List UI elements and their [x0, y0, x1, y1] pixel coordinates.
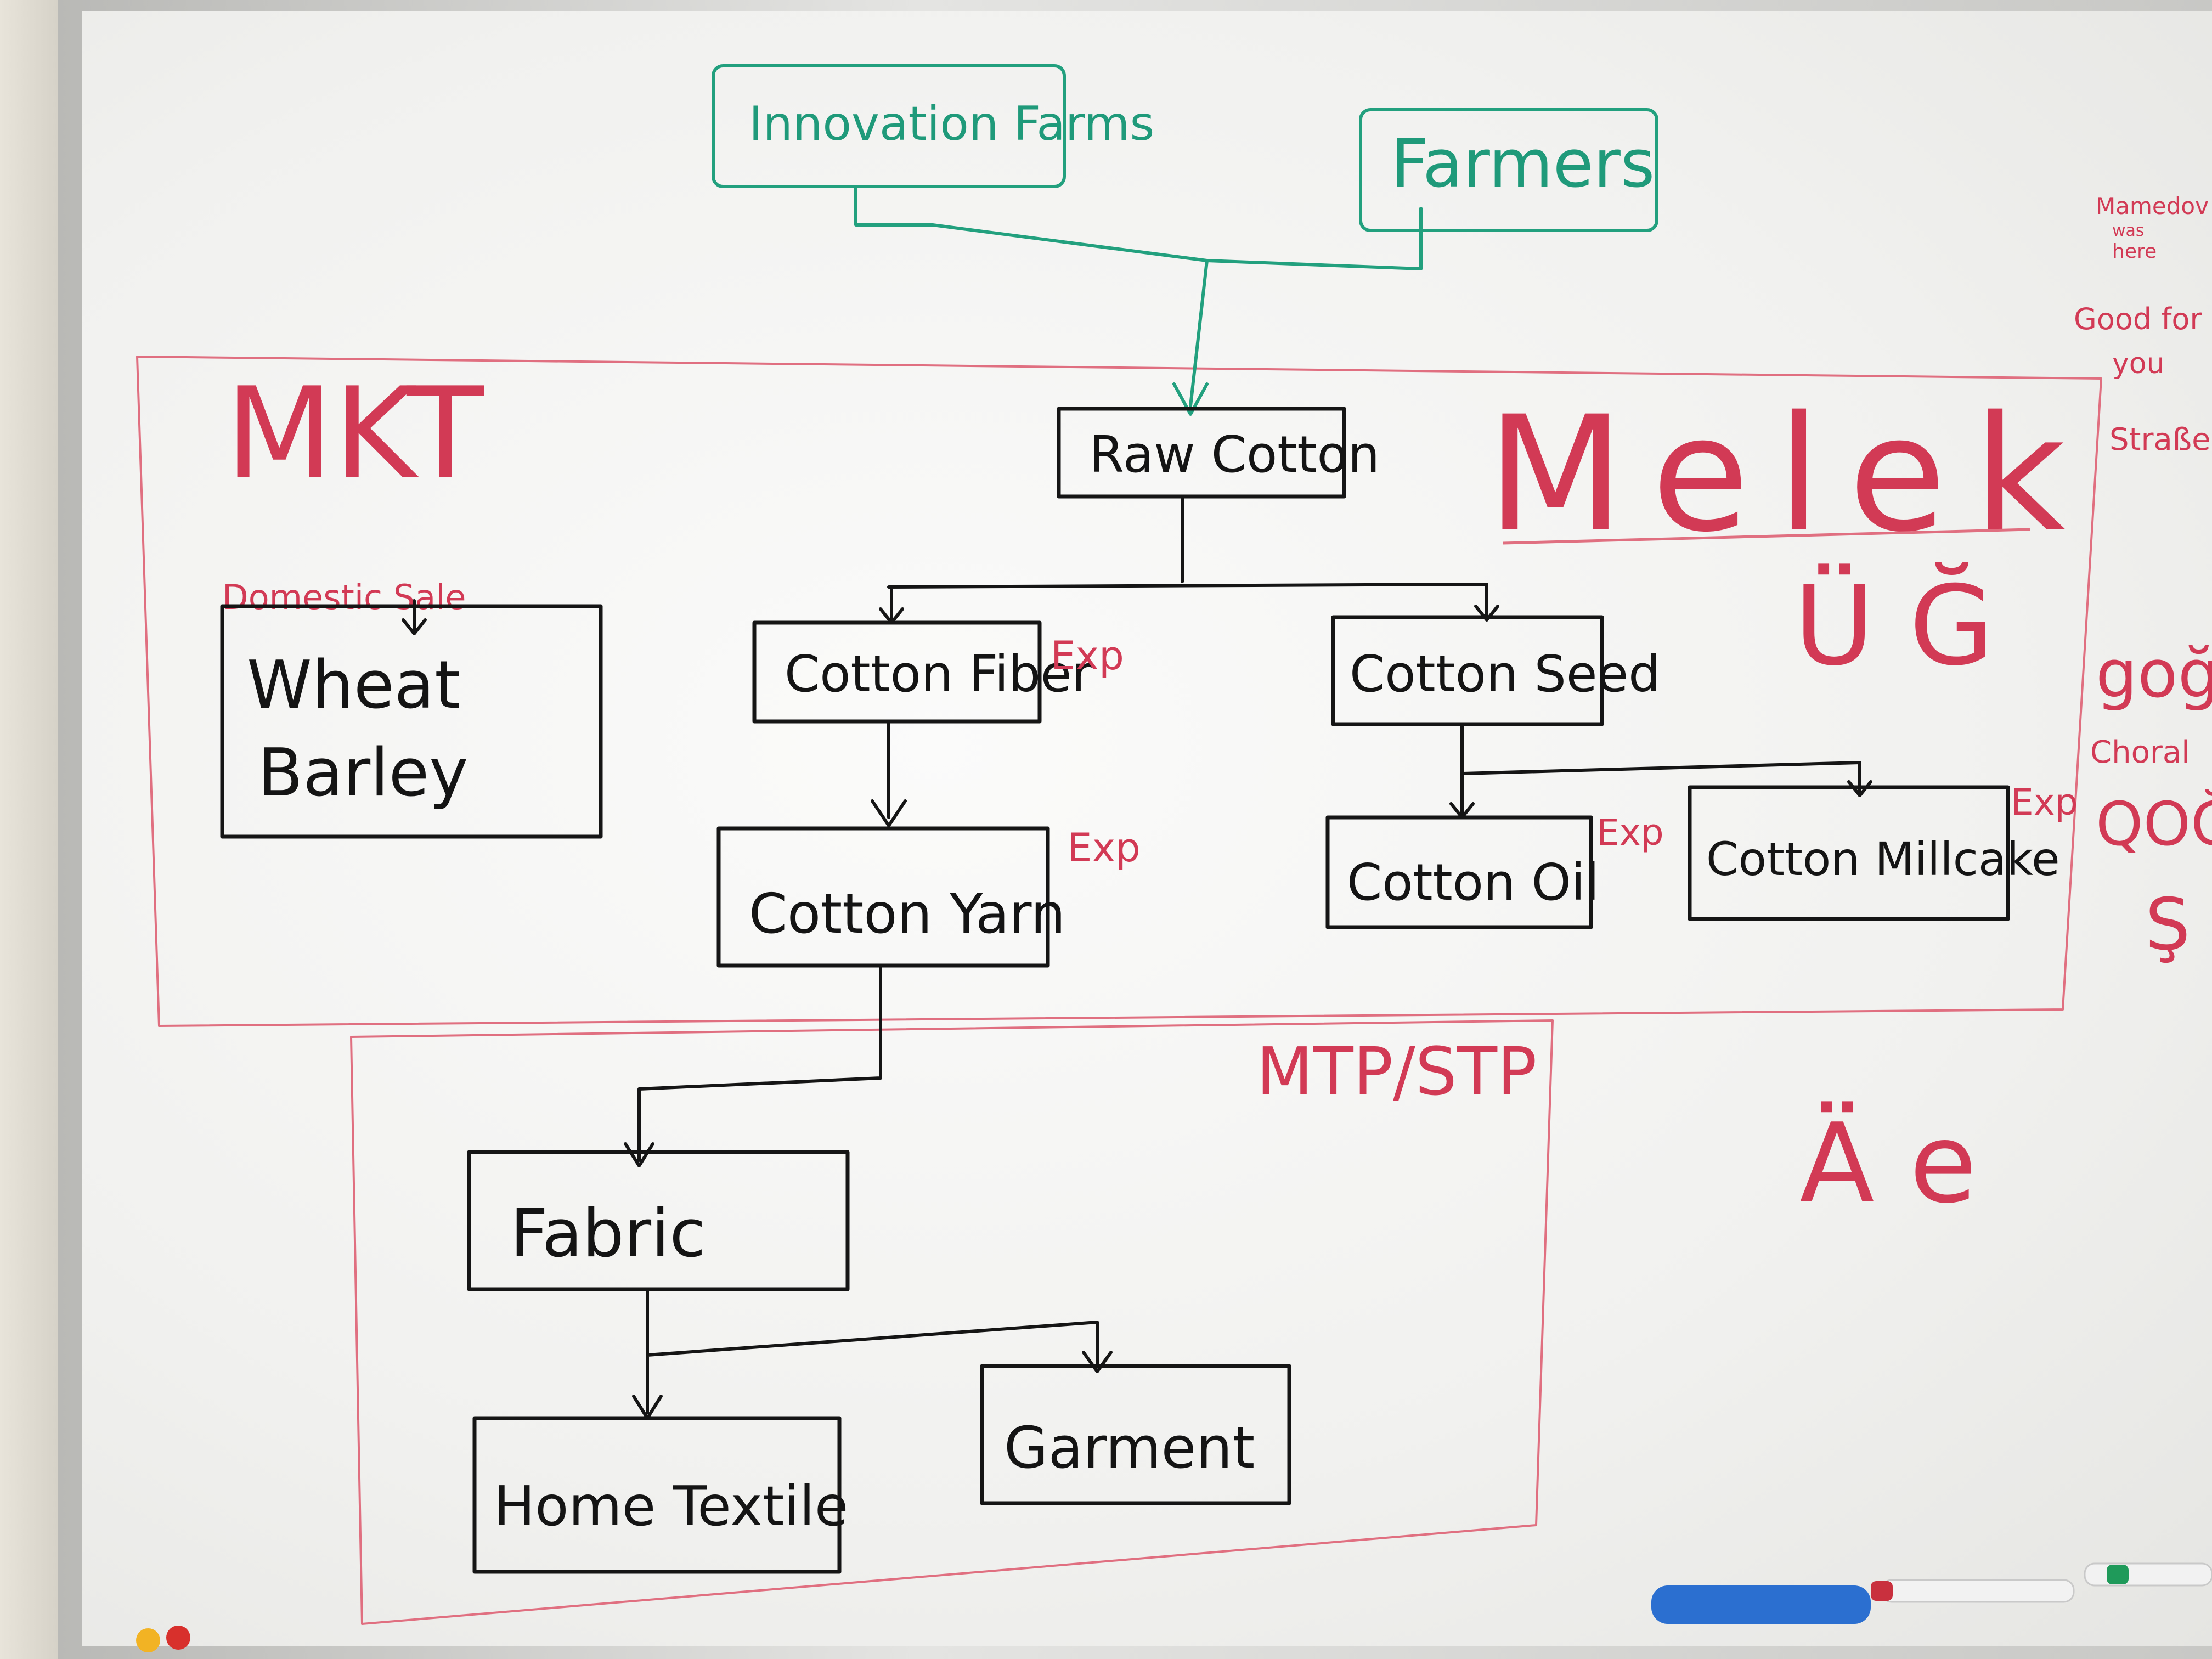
- good-for-note-line1: Good for: [2074, 302, 2202, 336]
- cotton-yarn-exp-note: Exp: [1067, 825, 1141, 871]
- cotton-millcake-box: [1688, 785, 2010, 921]
- cotton-oil-label: Cotton Oil: [1347, 853, 1599, 912]
- home-textile-box: [472, 1416, 842, 1574]
- arrowhead: [871, 799, 907, 827]
- goga-note: goğa: [2096, 636, 2212, 713]
- red-marker-cap: [1871, 1581, 1893, 1601]
- cotton-fiber-exp-note: Exp: [1051, 633, 1124, 679]
- cotton-oil-box: [1325, 815, 1593, 929]
- good-for-note-line2: you: [2112, 347, 2165, 380]
- arrowhead: [1082, 1351, 1113, 1373]
- raw-cotton-box: [1057, 407, 1346, 499]
- raw-cotton-split: [887, 495, 1488, 622]
- red-magnet: [166, 1626, 190, 1650]
- fabric-box: [467, 1150, 850, 1291]
- fabric-label: Fabric: [510, 1196, 706, 1272]
- choral-note: Choral: [2090, 735, 2190, 770]
- cotton-yarn-box: [716, 826, 1050, 968]
- source-arrowhead: [1172, 382, 1209, 416]
- innovation-farms-label: Innovation Farms: [749, 97, 1154, 151]
- melek-underline: [1503, 528, 2030, 545]
- mamedov-note-line2: was: [2112, 221, 2145, 240]
- mkt-region: [136, 356, 2102, 1027]
- fabric-split-connector: [646, 1288, 1099, 1414]
- cotton-fiber-box: [752, 620, 1042, 724]
- goga-caps-note: QOĞA: [2096, 788, 2212, 859]
- mamedov-note-line1: Mamedov: [2096, 193, 2209, 219]
- mtp-stp-label: MTP/STP: [1256, 1034, 1537, 1110]
- source-connector: [854, 185, 1423, 408]
- cotton-seed-box: [1331, 615, 1604, 726]
- red-marker: [1881, 1579, 2075, 1603]
- ae-scribble: Ä e: [1799, 1100, 1977, 1228]
- cotton-yarn-label: Cotton Yarn: [749, 882, 1065, 946]
- yarn-to-fabric-connector: [637, 964, 882, 1162]
- cotton-fiber-label: Cotton Fiber: [785, 645, 1092, 703]
- arrowhead: [402, 618, 427, 635]
- mkt-label: MKT: [225, 361, 484, 507]
- seed-split-connector: [1460, 723, 1861, 819]
- eraser: [1651, 1585, 1871, 1624]
- green-marker: [2084, 1562, 2212, 1587]
- arrowhead: [1474, 605, 1499, 622]
- ug-scribble: Ü Ğ: [1794, 562, 1994, 690]
- raw-cotton-label: Raw Cotton: [1089, 425, 1380, 484]
- garment-label: Garment: [1004, 1414, 1255, 1481]
- cotton-millcake-exp-note: Exp: [2011, 781, 2078, 823]
- melek-scribble: Melek: [1487, 382, 2094, 567]
- wheat-barley-box: [220, 604, 603, 839]
- domestic-sale-note: Domestic Sale: [222, 577, 466, 617]
- yellow-magnet: [136, 1628, 160, 1652]
- garment-box: [980, 1364, 1291, 1505]
- wheat-label: Wheat: [247, 647, 460, 724]
- cotton-seed-label: Cotton Seed: [1350, 645, 1661, 703]
- cotton-millcake-label: Cotton Millcake: [1706, 832, 2060, 886]
- whiteboard: [82, 11, 2212, 1646]
- green-marker-cap: [2107, 1565, 2129, 1584]
- farmers-label: Farmers: [1391, 126, 1655, 202]
- barley-label: Barley: [258, 735, 468, 811]
- wall: [0, 0, 58, 1659]
- mtp-stp-region: [350, 1019, 1554, 1625]
- home-textile-label: Home Textile: [494, 1474, 848, 1538]
- mamedov-note-line3: here: [2112, 240, 2157, 263]
- innovation-farms-box: [712, 64, 1066, 188]
- cotton-oil-exp-note: Exp: [1596, 811, 1664, 854]
- s-note: Ş: [2145, 883, 2191, 966]
- farmers-box: [1359, 108, 1658, 232]
- strasse-note: Straße: [2109, 422, 2211, 458]
